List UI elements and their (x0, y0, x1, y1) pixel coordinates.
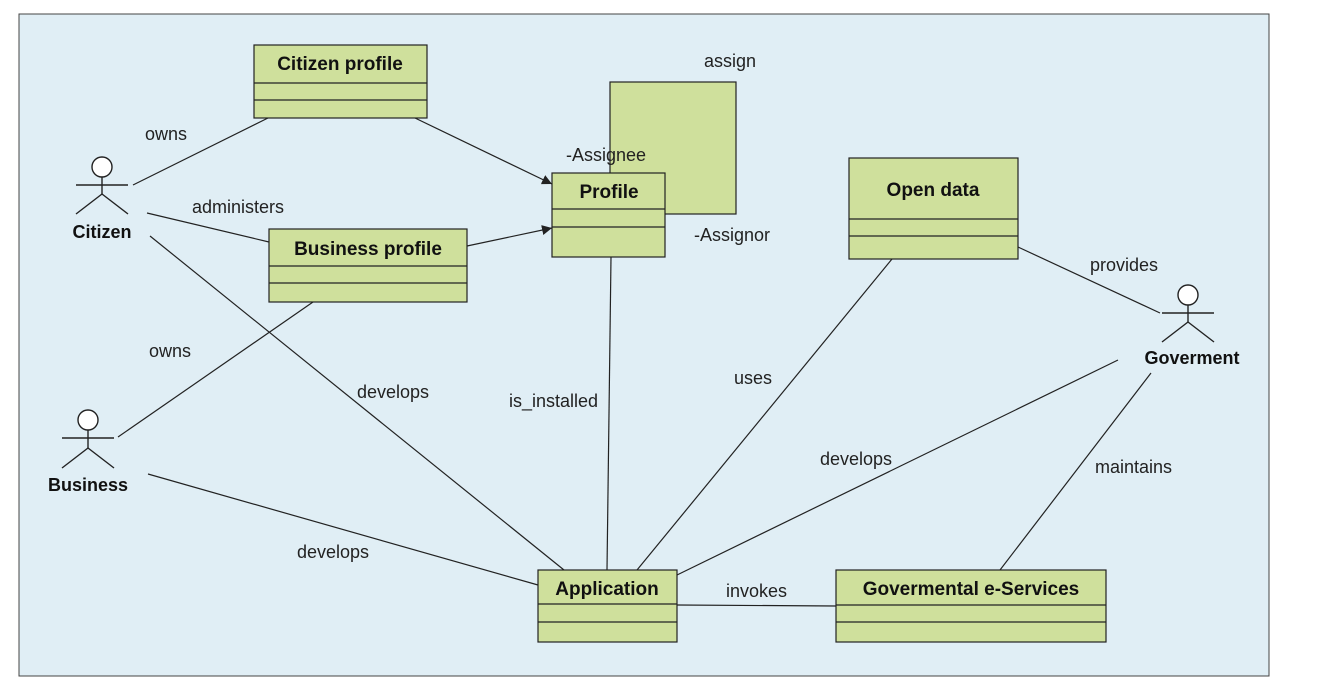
label-uses: uses (734, 368, 772, 388)
label-provides: provides (1090, 255, 1158, 275)
class-open-data-name: Open data (887, 180, 980, 201)
edge-opendata-application (636, 258, 893, 571)
label-maintains: maintains (1095, 457, 1172, 477)
class-application: Application (537, 569, 678, 643)
actor-citizen-icon (75, 156, 129, 215)
label-citizen-develops: develops (357, 382, 429, 402)
edge-citizen-application (149, 235, 565, 571)
edge-business-application (147, 473, 539, 586)
class-open-data: Open data (848, 157, 1019, 260)
actor-business-icon (61, 409, 115, 469)
edge-government-eservices (999, 372, 1152, 571)
label-is-installed: is_installed (509, 391, 598, 412)
edge-citizen-businessprofile (146, 212, 270, 243)
actor-government-icon (1161, 284, 1215, 343)
label-citizen-administers: administers (192, 197, 284, 217)
edge-profile-application (606, 256, 612, 571)
class-application-name: Application (555, 579, 658, 600)
class-business-profile: Business profile (268, 228, 468, 303)
edge-government-application (676, 359, 1119, 576)
class-profile-name: Profile (579, 182, 638, 203)
class-business-profile-name: Business profile (294, 239, 442, 260)
label-invokes: invokes (726, 581, 787, 601)
edges (117, 117, 1161, 607)
class-citizen-profile: Citizen profile (253, 44, 428, 119)
label-business-develops: develops (297, 542, 369, 562)
label-assignee: -Assignee (566, 145, 646, 165)
class-citizen-profile-name: Citizen profile (277, 54, 403, 75)
actor-business-label: Business (48, 475, 128, 495)
label-gov-develops: develops (820, 449, 892, 469)
edge-business-businessprofile (117, 301, 314, 438)
edge-citizen-citizenprofile (132, 117, 269, 186)
label-assign: assign (704, 51, 756, 71)
class-gov-eservices: Govermental e-Services (835, 569, 1107, 643)
actor-government-label: Goverment (1144, 348, 1239, 368)
edge-businessprofile-profile (466, 225, 553, 247)
label-business-owns: owns (149, 341, 191, 361)
class-gov-eservices-name: Govermental e-Services (863, 579, 1080, 600)
class-profile: Profile (551, 172, 666, 258)
label-assignor: -Assignor (694, 225, 770, 245)
actor-citizen-label: Citizen (72, 222, 131, 242)
edge-citizenprofile-profile (414, 117, 553, 185)
edge-opendata-government (1017, 246, 1161, 314)
label-citizen-owns: owns (145, 124, 187, 144)
edge-application-eservices (676, 604, 837, 607)
